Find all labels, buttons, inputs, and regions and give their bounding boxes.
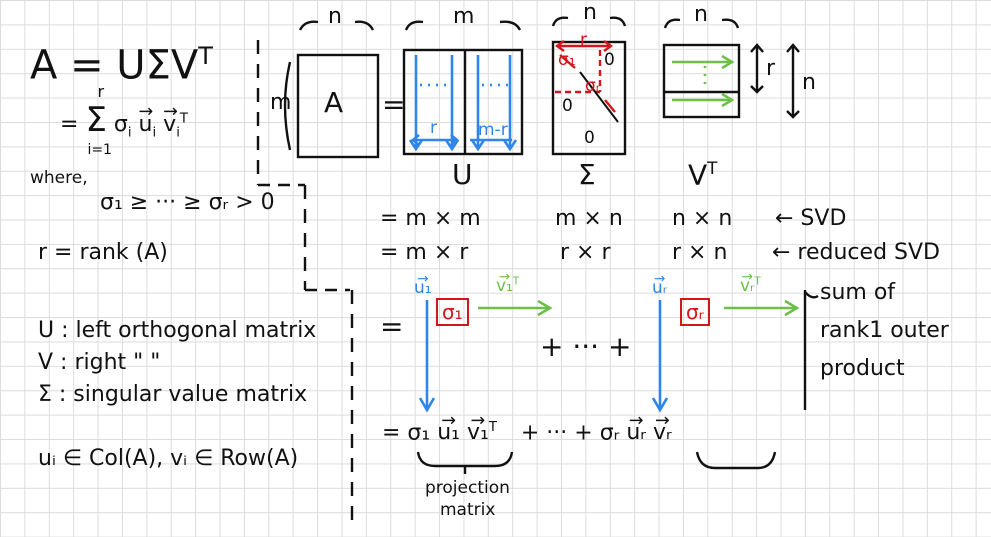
sum-bottom: i=1 xyxy=(87,142,112,158)
VT-r-label: r xyxy=(766,56,776,81)
matrix-A xyxy=(296,53,380,159)
Sigma-zero-bottom: 0 xyxy=(584,128,595,148)
sum-formula: = r Σ i=1 σi ui viT xyxy=(60,82,188,158)
def-V: V : right " " xyxy=(38,350,161,375)
Sigma-sigmar: σᵣ xyxy=(585,76,601,96)
matrix-A-label: A xyxy=(324,86,344,119)
reduced-dim-Sigma: r × r xyxy=(560,240,611,265)
dim-n-VT: n xyxy=(694,2,708,27)
sum-note-line1: sum of xyxy=(820,280,896,305)
sum-note-line2: rank1 outer xyxy=(820,318,949,343)
dim-m-U: m xyxy=(453,4,475,29)
reduced-dim-VT: r × n xyxy=(672,240,728,265)
svd-dim-U: = m × m xyxy=(380,206,481,231)
VT-n-label: n xyxy=(802,70,816,95)
dim-n-A: n xyxy=(328,4,342,29)
projection-label: projection xyxy=(425,478,510,498)
caption-U: U xyxy=(452,158,473,191)
outer-ur: uᵣ xyxy=(652,271,667,298)
Sigma-r-label: r xyxy=(580,30,587,50)
svd-equation: A = UΣVT xyxy=(30,42,213,89)
caption-Sigma: Σ xyxy=(578,158,596,191)
Sigma-zero-lower: 0 xyxy=(562,96,573,116)
where-label: where, xyxy=(30,168,88,188)
sum-note-line3: product xyxy=(820,356,905,381)
outer-plus-dots: + ··· + xyxy=(540,330,632,363)
sum-top: r xyxy=(97,82,105,101)
Sigma-zero-upper: 0 xyxy=(604,50,615,70)
matrix-label: matrix xyxy=(440,500,496,520)
bottom-expression: = σ₁ u₁ v₁T + ··· + σᵣ uᵣ vᵣ xyxy=(382,411,672,446)
def-Sigma: Σ : singular value matrix xyxy=(38,382,308,407)
svd-dim-VT: n × n xyxy=(672,206,733,231)
matrix-U xyxy=(402,48,524,156)
reduced-dim-U: = m × r xyxy=(380,240,469,265)
dim-m-rows: m xyxy=(270,90,292,115)
matrix-Sigma xyxy=(551,40,627,156)
col-row-membership: uᵢ ∈ Col(A), vᵢ ∈ Row(A) xyxy=(38,446,299,471)
sigma-order: σ₁ ≥ ··· ≥ σᵣ > 0 xyxy=(100,190,275,215)
dim-n-Sigma: n xyxy=(583,0,597,25)
outer-u1: u₁ xyxy=(414,271,432,298)
def-U: U : left orthogonal matrix xyxy=(38,318,317,343)
caption-VT: VT xyxy=(688,158,718,192)
matrix-VT xyxy=(662,43,741,119)
Sigma-sigma1: σ₁ xyxy=(558,50,576,70)
rank-definition: r = rank (A) xyxy=(38,240,168,265)
outer-sigma1-box: σ₁ xyxy=(436,298,469,326)
U-m-minus-r-label: m-r xyxy=(478,120,508,140)
outer-vr: vᵣT xyxy=(740,269,761,296)
svd-note: ← SVD xyxy=(775,206,847,231)
equals-sign: = xyxy=(382,88,406,121)
svd-dim-Sigma: m × n xyxy=(555,206,623,231)
U-r-label: r xyxy=(430,118,437,138)
outer-sigmar-box: σᵣ xyxy=(680,298,710,326)
reduced-note: ← reduced SVD xyxy=(772,240,940,265)
outer-v1: v₁T xyxy=(496,269,519,296)
outer-equals: = xyxy=(380,310,404,343)
